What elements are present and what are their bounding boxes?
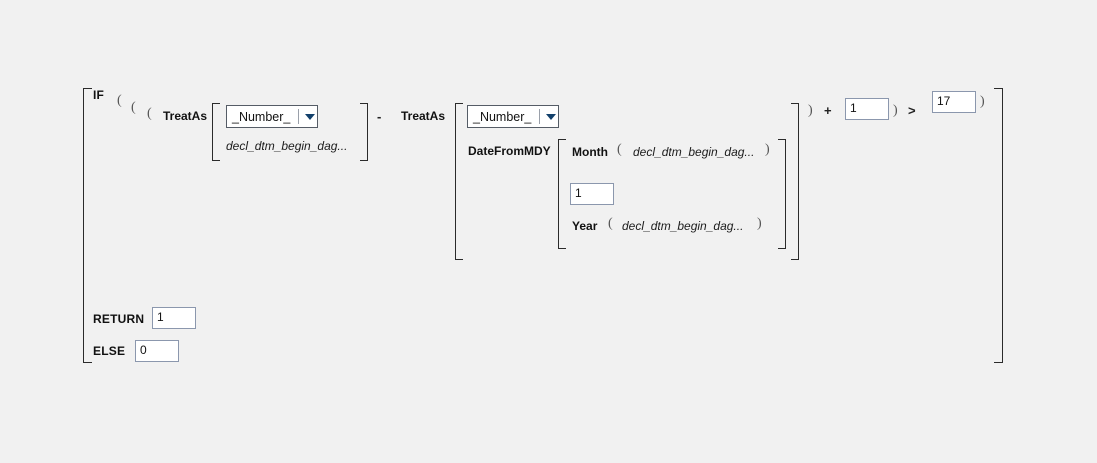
treatas-2-type-value: _Number_ xyxy=(473,109,532,124)
if-block-bracket-left xyxy=(83,88,92,363)
year-argument[interactable]: decl_dtm_begin_dag... xyxy=(622,219,744,233)
month-open-paren: ( xyxy=(617,142,622,157)
plus-operand-input[interactable]: 1 xyxy=(845,98,889,120)
treatas-1-label[interactable]: TreatAs xyxy=(163,109,208,123)
treatas-1-bracket-left xyxy=(212,103,220,161)
close-paren-3[interactable]: ) xyxy=(980,94,985,109)
datefrommdy-bracket-right xyxy=(778,139,786,249)
open-paren-3[interactable]: ( xyxy=(147,106,152,121)
greater-than-operator: > xyxy=(908,103,916,118)
treatas-2-bracket-right xyxy=(791,103,799,260)
chevron-down-icon[interactable] xyxy=(305,113,316,120)
treatas-1-argument[interactable]: decl_dtm_begin_dag... xyxy=(226,139,348,153)
month-argument[interactable]: decl_dtm_begin_dag... xyxy=(633,145,755,159)
close-paren-1[interactable]: ) xyxy=(808,103,813,118)
close-paren-2[interactable]: ) xyxy=(893,103,898,118)
treatas-2-type-dropdown[interactable]: _Number_ xyxy=(467,105,559,128)
treatas-1-type-dropdown[interactable]: _Number_ xyxy=(226,105,318,128)
return-value-input[interactable]: 1 xyxy=(152,307,196,329)
day-input[interactable]: 1 xyxy=(570,183,614,205)
open-paren-1[interactable]: ( xyxy=(117,93,122,108)
else-keyword: ELSE xyxy=(93,344,126,358)
dropdown-separator xyxy=(298,109,300,124)
treatas-2-label[interactable]: TreatAs xyxy=(401,109,446,123)
datefrommdy-label[interactable]: DateFromMDY xyxy=(468,144,551,158)
open-paren-2[interactable]: ( xyxy=(131,100,136,115)
minus-operator: - xyxy=(377,109,382,124)
return-keyword: RETURN xyxy=(93,312,145,326)
dropdown-separator xyxy=(539,109,541,124)
month-close-paren: ) xyxy=(765,142,770,157)
plus-operator: + xyxy=(824,103,832,118)
year-close-paren: ) xyxy=(757,216,762,231)
if-keyword: IF xyxy=(93,88,105,102)
treatas-2-bracket-left xyxy=(455,103,463,260)
else-value-input[interactable]: 0 xyxy=(135,340,179,362)
treatas-1-bracket-right xyxy=(360,103,368,161)
treatas-1-type-value: _Number_ xyxy=(232,109,291,124)
datefrommdy-bracket-left xyxy=(558,139,566,249)
month-label: Month xyxy=(572,145,608,159)
year-label: Year xyxy=(572,219,598,233)
year-open-paren: ( xyxy=(608,216,613,231)
if-block-bracket-right xyxy=(994,88,1003,363)
chevron-down-icon[interactable] xyxy=(546,113,557,120)
threshold-input[interactable]: 17 xyxy=(932,91,976,113)
